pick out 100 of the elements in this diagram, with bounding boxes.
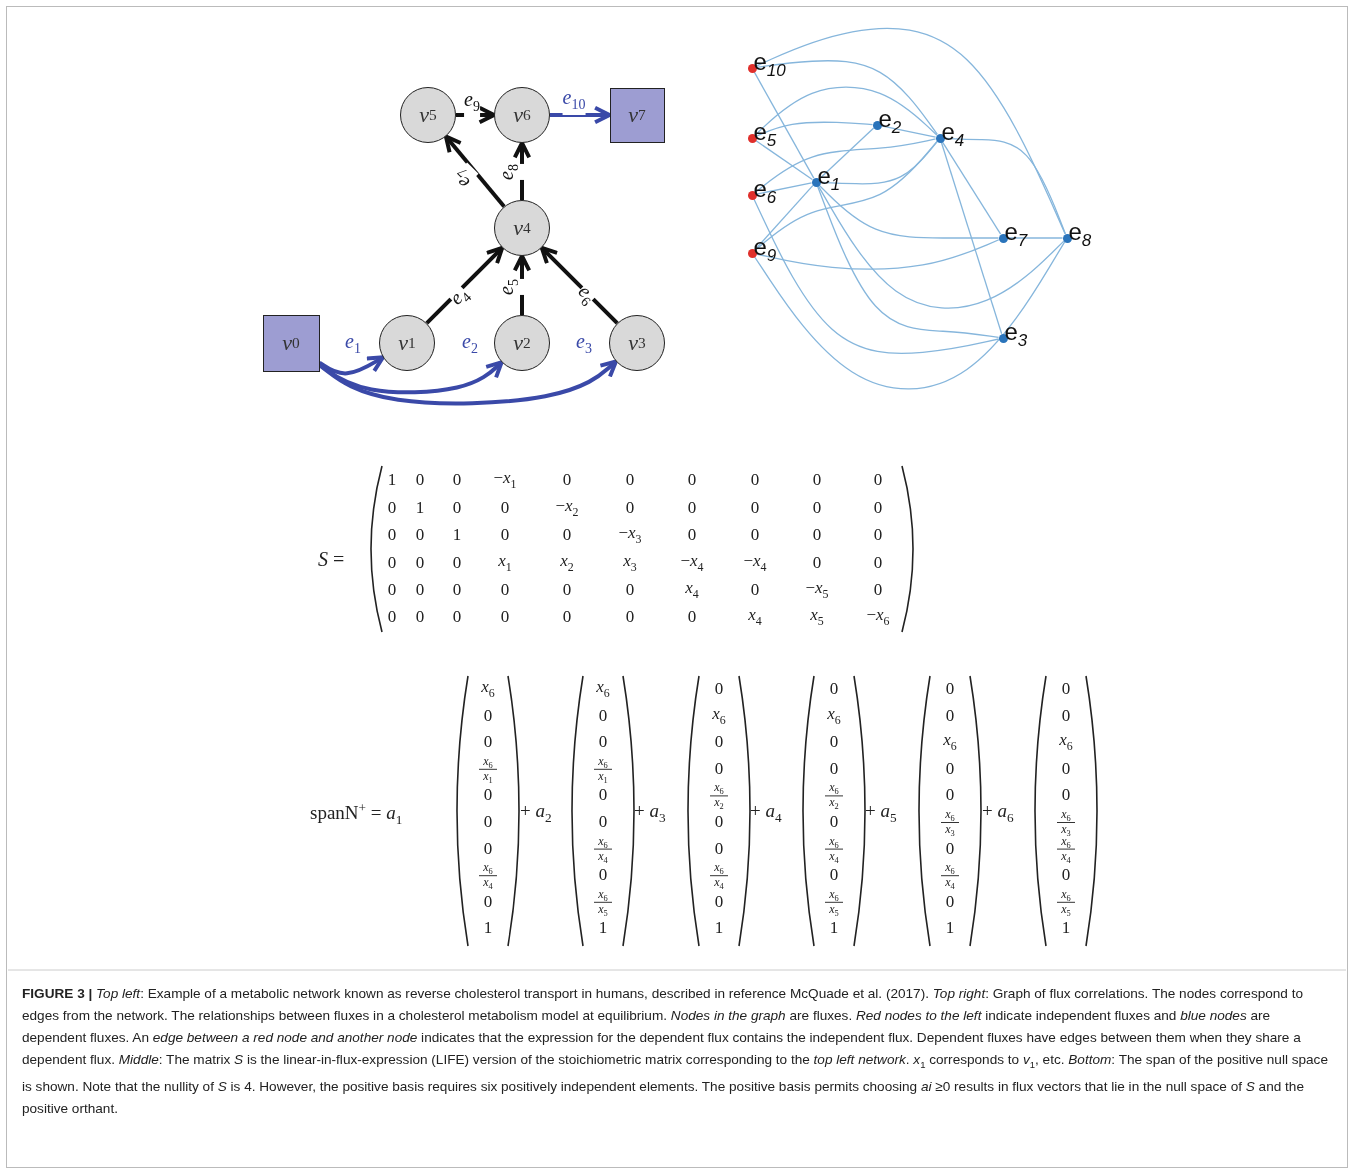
matrix-entry: 0 <box>452 498 462 518</box>
flux-node-label: e$_{3}$ <box>1004 319 1028 347</box>
matrix-entry: 0 <box>415 470 425 490</box>
correlation-line <box>818 184 1000 239</box>
flux-node-label: e$_{10}$ <box>753 49 786 77</box>
figure-caption: FIGURE 3 | Top left: Example of a metabolic network known as reverse cholesterol transport in humans, described in reference McQuade et al. (2017). Top right: Graph of flux correlations. The nodes correspond to edges from the network. The relationships between fluxes in a cholesterol metabolism model at equilibrium. Nodes in the graph are fluxes. Red nodes to the left indicate independent fluxes and blue nodes are dependent fluxes. An edge between a red node and another node indicates that the expression for the dependent flux contains the independent flux. Dependent fluxes have edges between them when they share a dependent flux. Middle: The matrix S is the linear-in-flux-expression (LIFE) version of the stoichiometric matrix corresponding to the top left network. x$_{1}$ corresponds to v$_{1}$, etc. Bottom: The span of the positive null space is shown. Note that the nullity of S is 4. However, the positive basis requires six positively independent elements. The positive basis permits choosing ai ≥0 results in flux vectors that lie in the null space of S and the positive orthant. <box>22 985 1329 1118</box>
vector-entry: 1 <box>483 918 493 939</box>
matrix-entry: x$_{1}$ <box>498 551 512 575</box>
vector-entry: x$_{6}$ <box>827 703 841 728</box>
vector-entry: 0 <box>945 838 955 859</box>
vector-entry: 0 <box>829 732 839 753</box>
correlation-line <box>817 185 1065 309</box>
matrix-entry: 0 <box>625 607 635 627</box>
fraction-denominator: x$_{1}$ <box>598 768 608 785</box>
matrix-entry: 0 <box>873 525 883 545</box>
fraction-numerator: x$_{6}$ <box>714 780 724 797</box>
matrix-entry: 0 <box>625 470 635 490</box>
flux-node-label: e$_{6}$ <box>753 176 777 204</box>
matrix-entry: 0 <box>452 607 462 627</box>
flux-node-label: e$_{2}$ <box>878 106 902 134</box>
matrix-entry: 0 <box>500 607 510 627</box>
fraction-denominator: x$_{2}$ <box>714 795 724 812</box>
coefficient-label: + a$_{4}$ <box>750 800 782 826</box>
flux-node-label: e$_{9}$ <box>753 234 777 262</box>
matrix-entry: 0 <box>687 607 697 627</box>
fraction-denominator: x$_{4}$ <box>945 875 955 892</box>
matrix-entry: −x$_{2}$ <box>555 496 579 520</box>
matrix-entry: 0 <box>750 580 760 600</box>
vector-entry: 0 <box>714 812 724 832</box>
matrix-entry: 0 <box>812 470 822 490</box>
matrix-entry: 0 <box>415 525 425 545</box>
vector-entry: 0 <box>483 838 493 859</box>
vector-entry: 0 <box>598 865 608 886</box>
correlation-line <box>755 139 813 181</box>
fraction-denominator: x$_{1}$ <box>483 768 493 785</box>
vector-entry: 1 <box>1061 918 1071 939</box>
vector-entry: 1 <box>945 918 955 939</box>
correlation-line <box>941 141 1002 235</box>
correlation-line <box>753 71 815 179</box>
vector-entry: 0 <box>945 679 955 699</box>
vector-entry: 0 <box>483 812 493 832</box>
matrix-entry: 0 <box>750 498 760 518</box>
vector-entry: 1 <box>598 918 608 939</box>
matrix-entry: 1 <box>387 470 397 490</box>
fraction-numerator: x$_{6}$ <box>598 833 608 850</box>
vector-entry: 0 <box>829 812 839 832</box>
coefficient-label: + a$_{5}$ <box>865 800 897 826</box>
coefficient-label: + a$_{3}$ <box>634 800 666 826</box>
vector-entry: 0 <box>1061 758 1071 779</box>
arrow <box>550 105 612 125</box>
vector-entry: 0 <box>483 705 493 726</box>
matrix-entry: 0 <box>750 470 760 490</box>
matrix-entry: 1 <box>415 498 425 518</box>
arrow <box>318 355 385 376</box>
matrix-entry: −x$_{4}$ <box>680 551 704 575</box>
arrow <box>539 245 619 325</box>
fraction-numerator: x$_{6}$ <box>829 886 839 903</box>
flux-node-label: e$_{8}$ <box>1068 219 1092 247</box>
matrix-entry: 0 <box>387 525 397 545</box>
vector-entry: x$_{6}$ <box>943 730 957 754</box>
matrix-entry: −x$_{3}$ <box>618 523 642 547</box>
correlation-line <box>940 141 1003 335</box>
matrix-entry: 0 <box>687 525 697 545</box>
matrix-entry: 0 <box>562 607 572 627</box>
matrix-entry: 0 <box>625 580 635 600</box>
fraction-denominator: x$_{4}$ <box>598 848 608 865</box>
vector-entry: x$_{6}$ <box>1059 730 1073 754</box>
vector-entry: 0 <box>483 891 493 912</box>
fraction-numerator: x$_{6}$ <box>598 753 608 770</box>
fraction-numerator: x$_{6}$ <box>1061 806 1071 824</box>
matrix-entry: 0 <box>452 580 462 600</box>
matrix-entry: 0 <box>562 525 572 545</box>
matrix-entry: 0 <box>562 470 572 490</box>
matrix-entry: x$_{2}$ <box>560 551 574 575</box>
vector-entry: 0 <box>1061 865 1071 886</box>
vector-entry: 0 <box>714 679 724 699</box>
vector-entry: 0 <box>829 679 839 699</box>
correlation-line <box>753 241 1066 390</box>
matrix-entry: 0 <box>812 498 822 518</box>
fraction-numerator: x$_{6}$ <box>483 753 493 770</box>
matrix-entry: 0 <box>500 525 510 545</box>
matrix-entry: x$_{4}$ <box>685 578 699 602</box>
arrow <box>425 245 505 325</box>
matrix-entry: 0 <box>873 498 883 518</box>
fraction-denominator: x$_{5}$ <box>1061 901 1071 918</box>
matrix-entry: 0 <box>873 470 883 490</box>
matrix-entry: x$_{5}$ <box>810 605 824 629</box>
matrix-entry: 0 <box>812 525 822 545</box>
matrix-entry: 0 <box>415 553 425 573</box>
fraction-denominator: x$_{2}$ <box>829 795 839 812</box>
matrix-entry: 0 <box>500 580 510 600</box>
fraction-numerator: x$_{6}$ <box>945 860 955 877</box>
matrix-entry: −x$_{1}$ <box>493 468 517 492</box>
vector-entry: 0 <box>829 758 839 779</box>
matrix-entry: 0 <box>625 498 635 518</box>
vector-entry: x$_{6}$ <box>481 677 495 701</box>
matrix-entry: 0 <box>415 607 425 627</box>
vector-entry: 0 <box>714 838 724 859</box>
vector-entry: 0 <box>714 758 724 779</box>
flux-node-label: e$_{5}$ <box>753 119 777 147</box>
